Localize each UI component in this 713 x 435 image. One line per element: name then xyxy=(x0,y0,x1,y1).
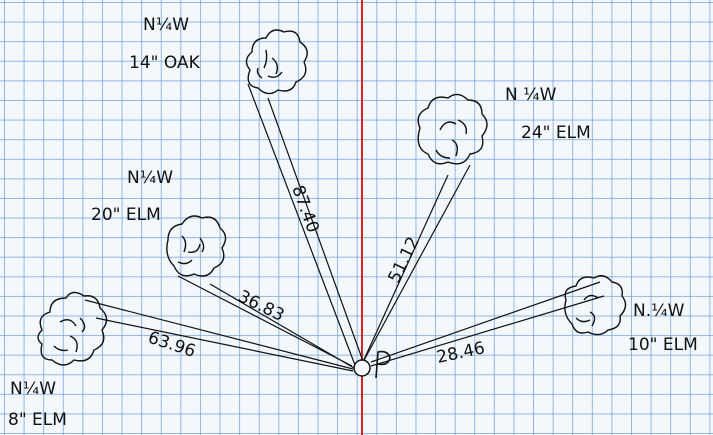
tree-elm20-canopy xyxy=(166,215,227,277)
line-to-elm20-b xyxy=(209,283,355,369)
line-to-elm24 xyxy=(361,164,471,365)
elm8-direction: N¼W xyxy=(10,379,56,399)
distance-oak14: 87.40 xyxy=(287,183,322,236)
elm20-size: 20" ELM xyxy=(91,205,161,225)
tree-elm8-canopy xyxy=(37,291,108,366)
label-elm10: N.¼W 10" ELM xyxy=(628,301,698,355)
measurement-lines xyxy=(84,83,605,372)
tree-elm24-canopy xyxy=(417,93,488,165)
oak14-size: 14" OAK xyxy=(129,53,201,73)
elm24-direction: N ¼W xyxy=(505,85,557,105)
line-to-elm8-b xyxy=(95,317,354,372)
line-to-oak14 xyxy=(247,83,356,366)
elm20-direction: N¼W xyxy=(127,168,173,188)
label-elm20: N¼W 20" ELM xyxy=(91,168,173,225)
label-oak14: N¼W 14" OAK xyxy=(129,15,201,73)
distance-elm8: 63.96 xyxy=(145,328,197,362)
line-to-elm10 xyxy=(370,281,601,363)
line-to-elm10-b xyxy=(370,295,605,367)
line-to-elm8 xyxy=(84,299,354,370)
label-elm8: N¼W 8" ELM xyxy=(8,379,67,430)
line-to-elm24-b xyxy=(361,174,449,365)
elm10-size: 10" ELM xyxy=(628,335,698,355)
elm24-size: 24" ELM xyxy=(521,123,591,143)
line-to-elm20 xyxy=(177,275,353,367)
tree-elm10-canopy xyxy=(564,275,627,336)
distance-elm10: 28.46 xyxy=(435,338,487,368)
label-elm24: N ¼W 24" ELM xyxy=(505,85,591,143)
oak14-direction: N¼W xyxy=(143,15,189,35)
tree-oak14-canopy xyxy=(245,29,308,95)
distance-elm20: 36.83 xyxy=(235,287,288,326)
elm10-direction: N.¼W xyxy=(633,301,685,321)
elm8-size: 8" ELM xyxy=(8,410,67,430)
line-to-oak14-b xyxy=(267,97,365,365)
survey-point xyxy=(353,350,391,379)
